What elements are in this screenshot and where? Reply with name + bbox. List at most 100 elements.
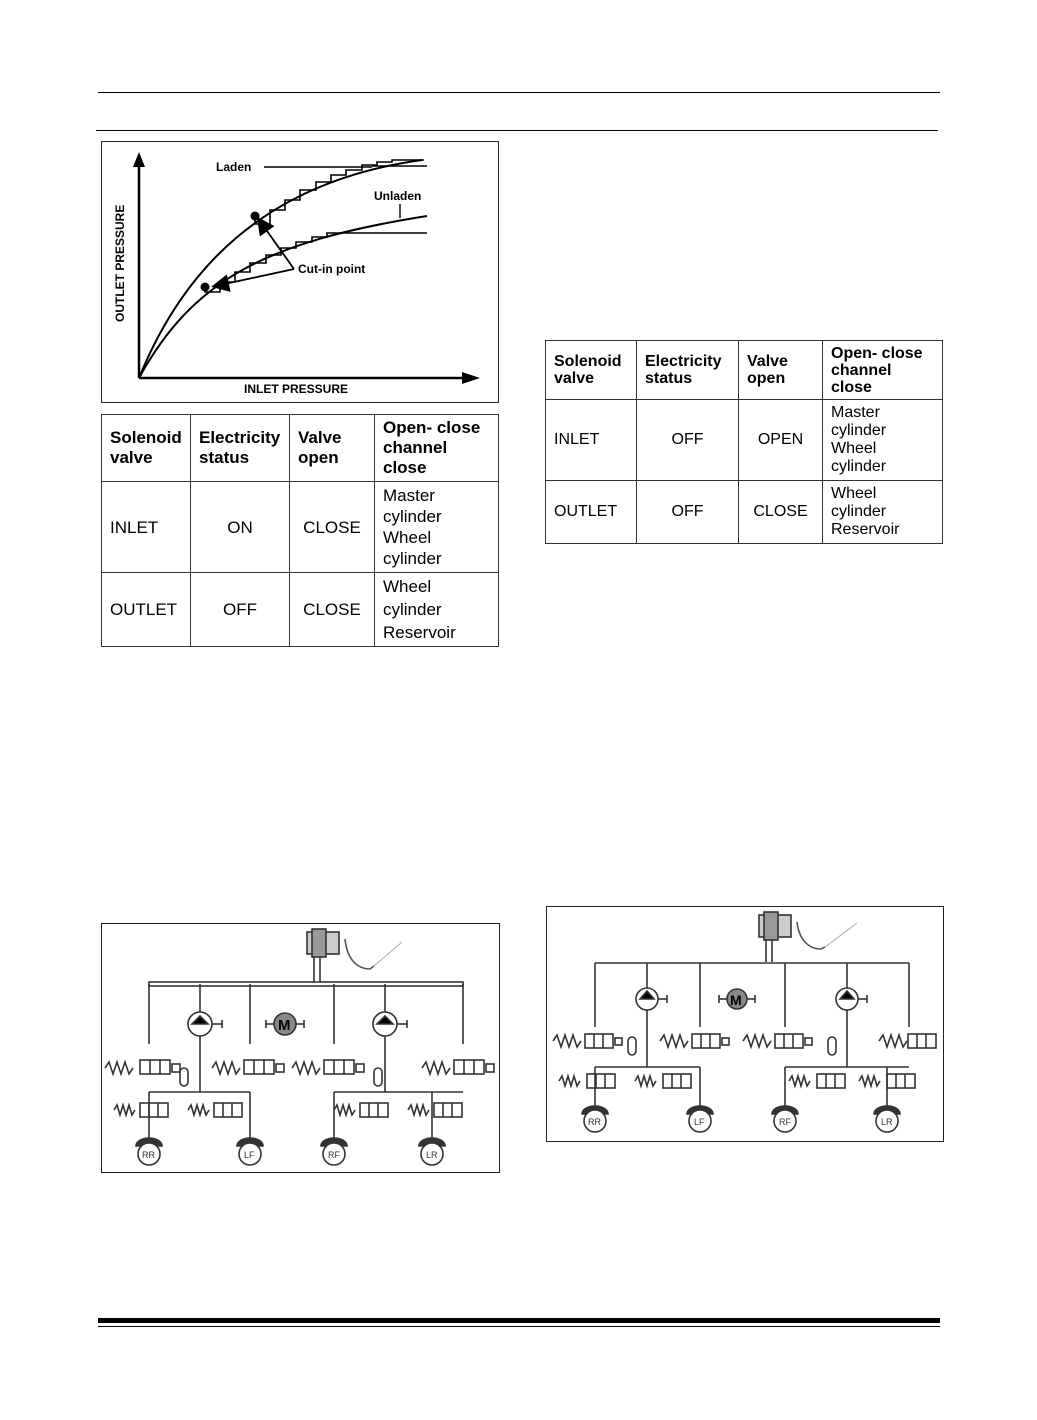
channel-line: Wheel — [831, 440, 877, 457]
x-axis-arrow-icon — [462, 372, 480, 384]
channel-line: cylinder — [831, 422, 887, 439]
laden-step-line — [254, 159, 424, 225]
channel-line: Wheel — [383, 528, 432, 547]
cutin-point-unladen — [200, 282, 210, 292]
channel-line: Reservoir — [831, 521, 900, 538]
wheel-lf: LF — [686, 1105, 714, 1133]
wheel-rf: RF — [320, 1137, 348, 1166]
wheel-label: RR — [588, 1117, 601, 1127]
inlet-valve-icon — [291, 1059, 365, 1077]
channel-line: cylinder — [831, 503, 887, 520]
cell-status: OFF — [636, 480, 739, 544]
cell-valve: OUTLET — [545, 480, 637, 544]
channel-line: Master — [831, 404, 880, 421]
cutin-arrow-1 — [256, 216, 295, 270]
wheel-lf: LF — [236, 1137, 264, 1166]
header-channel: Open- close channel close — [822, 340, 943, 400]
channel-line: Wheel — [831, 485, 877, 502]
wheel-label: RF — [779, 1117, 791, 1127]
channel-line: cylinder — [383, 549, 442, 568]
table-header-row: Solenoid valve Electricity status Valve … — [101, 414, 499, 482]
wheel-rf: RF — [771, 1105, 799, 1133]
y-axis-arrow-icon — [133, 152, 145, 167]
header-solenoid: Solenoid valve — [101, 414, 191, 482]
inlet-valve-icon — [211, 1059, 285, 1077]
header-valve-open: Valve open — [738, 340, 823, 400]
channel-line: Master — [383, 486, 435, 505]
label-laden: Laden — [216, 160, 251, 174]
inlet-valve-icon — [659, 1032, 730, 1050]
accumulator-icon — [627, 1036, 637, 1056]
table-header-row: Solenoid valve Electricity status Valve … — [545, 340, 943, 400]
header-solenoid: Solenoid valve — [545, 340, 637, 400]
outlet-valve-icon — [407, 1102, 463, 1118]
table-row: INLET ON CLOSE Master cylinder Wheel cyl… — [101, 481, 499, 573]
outlet-valve-icon — [333, 1102, 389, 1118]
cell-valve: INLET — [545, 399, 637, 481]
header-electricity: Electricity status — [636, 340, 739, 400]
cutin-arrow-2 — [211, 268, 295, 292]
channel-line: Reservoir — [383, 623, 456, 642]
y-axis-label: OUTLET PRESSURE — [113, 205, 127, 322]
header-channel: Open- close channel close — [374, 414, 499, 482]
inlet-valve-icon — [104, 1059, 181, 1077]
wheel-label: RF — [328, 1150, 340, 1160]
table-row: OUTLET OFF CLOSE Wheel cylinder Reservoi… — [101, 572, 499, 647]
outlet-valve-icon — [113, 1102, 169, 1118]
cell-status: ON — [190, 481, 290, 573]
brake-pedal-icon — [344, 938, 375, 970]
footer-rule-thin — [98, 1326, 940, 1327]
cell-valve: OUTLET — [101, 572, 191, 647]
wheel-rr: RR — [581, 1105, 609, 1133]
solenoid-table-left: Solenoid valve Electricity status Valve … — [101, 414, 499, 647]
hydraulic-circuit-right: M — [552, 911, 937, 1133]
pressure-chart: Laden Unladen Cut-in point INLET PRESSUR… — [113, 152, 480, 396]
motor-label: M — [730, 992, 742, 1008]
inlet-valve-icon — [552, 1032, 623, 1050]
solenoid-table-right: Solenoid valve Electricity status Valve … — [545, 340, 943, 544]
outlet-valve-icon — [558, 1073, 616, 1089]
header-rule-bottom — [96, 130, 938, 131]
table-row: OUTLET OFF CLOSE Wheel cylinder Reservoi… — [545, 480, 943, 544]
channel-line: cylinder — [383, 507, 442, 526]
outlet-valve-icon — [788, 1073, 846, 1089]
label-cutin: Cut-in point — [298, 262, 365, 276]
outlet-valve-icon — [634, 1073, 692, 1089]
channel-line: cylinder — [383, 600, 442, 619]
motor-label: M — [278, 1017, 291, 1034]
accumulator-icon — [373, 1067, 383, 1087]
wheel-label: RR — [142, 1150, 155, 1160]
x-axis-label: INLET PRESSURE — [244, 382, 348, 396]
table-row: INLET OFF OPEN Master cylinder Wheel cyl… — [545, 399, 943, 481]
cell-open: CLOSE — [738, 480, 823, 544]
header-rule-top — [98, 92, 940, 93]
cell-channel: Master cylinder Wheel cylinder — [822, 399, 943, 481]
cell-channel: Master cylinder Wheel cylinder — [374, 481, 499, 573]
hydraulic-circuit-left: M — [104, 928, 495, 1166]
cell-channel: Wheel cylinder Reservoir — [374, 572, 499, 647]
inlet-valve-icon — [878, 1032, 937, 1050]
cell-status: OFF — [636, 399, 739, 481]
inlet-valve-icon — [742, 1032, 813, 1050]
wheel-lr: LR — [418, 1137, 446, 1166]
wheel-label: LF — [694, 1117, 705, 1127]
laden-curve — [138, 159, 423, 379]
unladen-curve — [138, 215, 428, 379]
accumulator-icon — [827, 1036, 837, 1056]
cell-open: OPEN — [738, 399, 823, 481]
cell-status: OFF — [190, 572, 290, 647]
label-unladen: Unladen — [374, 189, 421, 203]
header-electricity: Electricity status — [190, 414, 290, 482]
header-valve-open: Valve open — [289, 414, 375, 482]
wheel-lr: LR — [873, 1105, 901, 1133]
cell-valve: INLET — [101, 481, 191, 573]
cell-open: CLOSE — [289, 572, 375, 647]
inlet-valve-icon — [421, 1059, 495, 1077]
wheel-label: LF — [244, 1150, 255, 1160]
wheel-rr: RR — [135, 1137, 163, 1166]
cell-channel: Wheel cylinder Reservoir — [822, 480, 943, 544]
pressure-chart-figure: Laden Unladen Cut-in point INLET PRESSUR… — [101, 141, 499, 403]
cell-open: CLOSE — [289, 481, 375, 573]
wheel-label: LR — [426, 1150, 438, 1160]
outlet-valve-icon — [187, 1102, 243, 1118]
